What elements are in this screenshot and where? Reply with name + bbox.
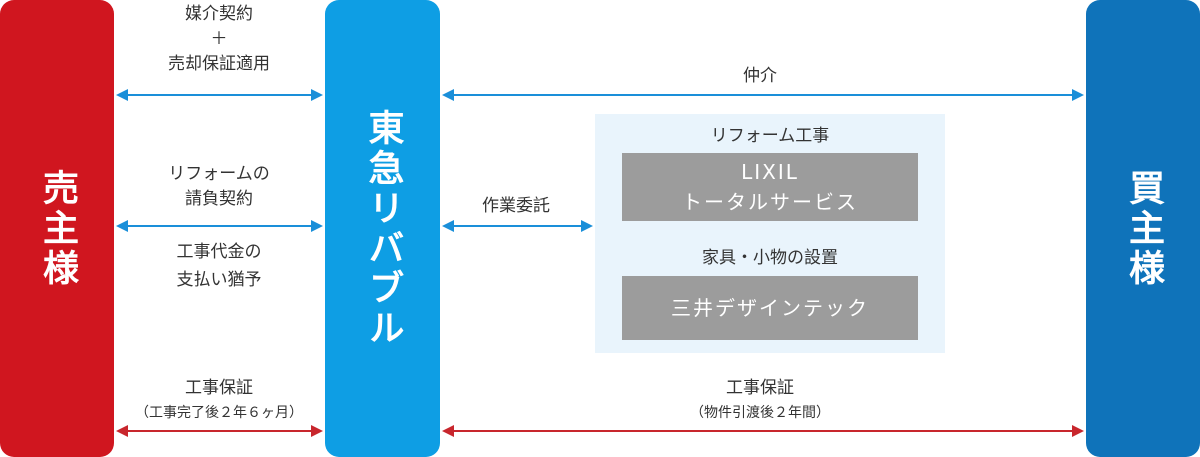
payment-deferral-label: 工事代金の 支払い猶予 (176, 242, 262, 290)
reform-contract-label: リフォームの 請負契約 (168, 164, 270, 209)
tokyu-livable-label: 東急リバブル (362, 108, 404, 349)
buyer-warranty-label: 工事保証 （物件引渡後２年間） (690, 378, 830, 421)
tokyu-livable-column: 東急リバブル (325, 0, 440, 457)
seller-column: 売主様 (0, 0, 114, 457)
lixil-box: LIXIL トータルサービス (622, 153, 918, 221)
seller-label: 売主様 (37, 168, 78, 289)
brokerage-label: 媒介契約 ＋ 売却保証適用 (168, 4, 270, 74)
furniture-title: 家具・小物の設置 (702, 248, 838, 268)
reform-work-title: リフォーム工事 (710, 126, 830, 146)
mediation-label: 仲介 (743, 66, 777, 86)
seller-warranty-label: 工事保証 （工事完了後２年６ヶ月） (135, 378, 303, 421)
outsourcing-label: 作業委託 (482, 196, 550, 216)
buyer-column: 買主様 (1086, 0, 1200, 457)
mitsui-box: 三井デザインテック (622, 276, 918, 340)
buyer-label: 買主様 (1123, 168, 1164, 289)
